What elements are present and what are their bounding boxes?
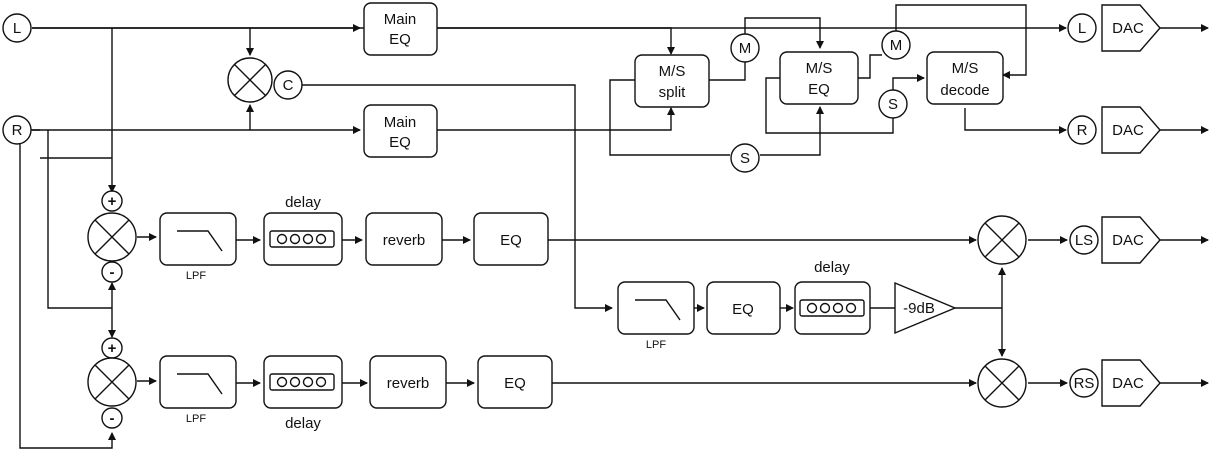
- dac-rs: DAC: [1101, 359, 1161, 407]
- svg-text:DAC: DAC: [1112, 122, 1144, 139]
- svg-text:LPF: LPF: [186, 270, 206, 282]
- svg-text:Main: Main: [384, 114, 417, 131]
- minus-sign-2: -: [101, 407, 123, 429]
- svg-text:+: +: [108, 193, 117, 210]
- svg-text:DAC: DAC: [1112, 232, 1144, 249]
- svg-text:EQ: EQ: [504, 375, 526, 392]
- s-signal-1: S: [730, 143, 760, 173]
- reverb-ls: reverb: [365, 212, 443, 266]
- eq-rs: EQ: [477, 355, 553, 409]
- input-l: L: [2, 13, 32, 43]
- dac-r: DAC: [1101, 106, 1161, 154]
- svg-text:S: S: [888, 96, 898, 113]
- svg-text:decode: decode: [940, 82, 989, 99]
- svg-text:LS: LS: [1075, 232, 1093, 249]
- svg-text:LPF: LPF: [646, 339, 666, 351]
- mixer-ls: [87, 212, 137, 262]
- svg-text:M/S: M/S: [659, 63, 686, 80]
- svg-text:split: split: [659, 84, 687, 101]
- svg-text:EQ: EQ: [389, 31, 411, 48]
- svg-text:C: C: [283, 77, 294, 94]
- reverb-rs: reverb: [369, 355, 447, 409]
- eq-center: EQ: [706, 281, 781, 335]
- svg-text:L: L: [1078, 20, 1086, 37]
- delay-center: delay: [794, 259, 871, 335]
- svg-text:delay: delay: [814, 259, 850, 276]
- svg-text:delay: delay: [285, 415, 321, 432]
- svg-text:-: -: [110, 264, 115, 281]
- svg-text:reverb: reverb: [383, 232, 426, 249]
- dac-ls: DAC: [1101, 216, 1161, 264]
- ms-split-block: M/S split: [634, 54, 710, 108]
- svg-text:EQ: EQ: [389, 134, 411, 151]
- ms-decode-block: M/S decode: [926, 51, 1004, 105]
- ms-eq-block: M/S EQ: [779, 51, 859, 105]
- m-signal-1: M: [730, 33, 760, 63]
- main-eq-top: Main EQ: [363, 2, 438, 56]
- svg-text:RS: RS: [1074, 375, 1095, 392]
- svg-text:DAC: DAC: [1112, 20, 1144, 37]
- plus-sign-2: +: [101, 337, 123, 359]
- mixer-rs-out: [977, 358, 1027, 408]
- lpf-ls: LPF: [159, 212, 237, 282]
- svg-text:-: -: [110, 410, 115, 427]
- svg-text:L: L: [13, 20, 21, 37]
- minus-sign-1: -: [101, 261, 123, 283]
- eq-ls: EQ: [473, 212, 549, 266]
- center-label: C: [273, 70, 303, 100]
- main-eq-bottom: Main EQ: [363, 104, 438, 158]
- lpf-center: LPF: [617, 281, 695, 351]
- dac-l: DAC: [1101, 4, 1161, 52]
- svg-text:-9dB: -9dB: [903, 300, 935, 317]
- svg-text:M/S: M/S: [952, 60, 979, 77]
- center-mixer: [227, 57, 273, 103]
- mixer-ls-out: [977, 215, 1027, 265]
- svg-text:R: R: [1077, 122, 1088, 139]
- mixer-rs: [87, 357, 137, 407]
- svg-text:M: M: [739, 40, 752, 57]
- svg-text:LPF: LPF: [186, 413, 206, 425]
- svg-text:EQ: EQ: [808, 81, 830, 98]
- delay-ls: delay: [263, 194, 343, 266]
- s-signal-2: S: [878, 89, 908, 119]
- gain-amplifier: -9dB: [894, 281, 957, 335]
- svg-text:EQ: EQ: [732, 301, 754, 318]
- output-l: L: [1067, 13, 1097, 43]
- svg-text:R: R: [12, 122, 23, 139]
- svg-text:Main: Main: [384, 11, 417, 28]
- svg-text:+: +: [108, 340, 117, 357]
- plus-sign-1: +: [101, 190, 123, 212]
- output-ls: LS: [1069, 225, 1099, 255]
- svg-text:delay: delay: [285, 194, 321, 211]
- lpf-rs: LPF: [159, 355, 237, 425]
- m-signal-2: M: [881, 30, 911, 60]
- delay-rs: delay: [263, 355, 343, 432]
- svg-text:EQ: EQ: [500, 232, 522, 249]
- output-r: R: [1067, 115, 1097, 145]
- svg-text:DAC: DAC: [1112, 375, 1144, 392]
- svg-text:M/S: M/S: [806, 60, 833, 77]
- svg-text:M: M: [890, 37, 903, 54]
- output-rs: RS: [1069, 368, 1099, 398]
- input-r: R: [2, 115, 32, 145]
- svg-text:reverb: reverb: [387, 375, 430, 392]
- svg-text:S: S: [740, 150, 750, 167]
